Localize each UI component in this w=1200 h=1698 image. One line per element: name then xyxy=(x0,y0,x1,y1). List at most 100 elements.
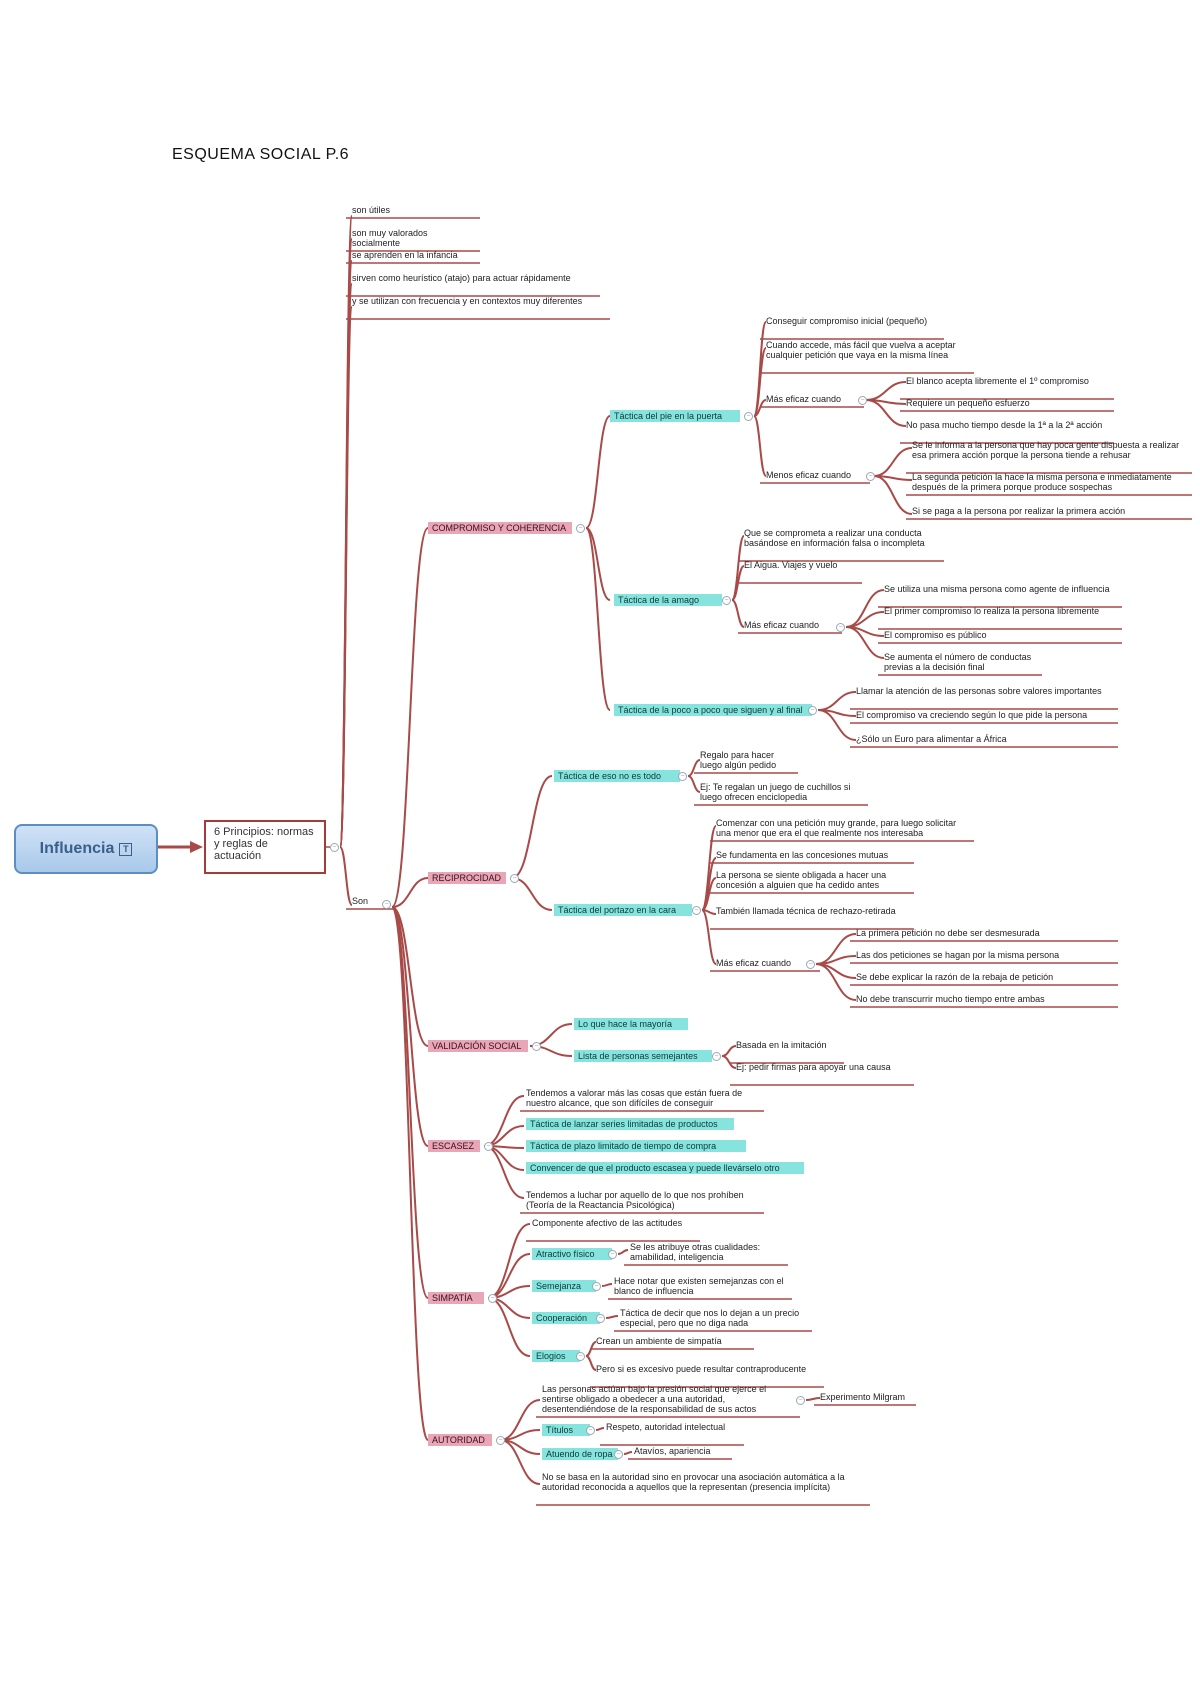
escasez-item-1[interactable]: Táctica de lanzar series limitadas de pr… xyxy=(526,1118,734,1130)
amago-mas-item-2[interactable]: El compromiso es público xyxy=(884,630,987,640)
collapse-toggle-icon[interactable]: − xyxy=(796,1396,805,1405)
escasez-item-4[interactable]: Tendemos a luchar por aquello de lo que … xyxy=(526,1190,744,1210)
simpatia-semejanza-desc[interactable]: Hace notar que existen semejanzas con el… xyxy=(614,1276,784,1296)
collapse-toggle-icon[interactable]: − xyxy=(576,524,585,533)
pie-menos-item-1[interactable]: La segunda petición la hace la misma per… xyxy=(912,472,1172,492)
tactic-amago[interactable]: Táctica de la amago xyxy=(614,594,722,606)
pie-menos-item-0[interactable]: Se le informa a la persona que hay poca … xyxy=(912,440,1180,460)
portazo-item-2[interactable]: La persona se siente obligada a hacer un… xyxy=(716,870,887,890)
autoridad-atuendo-desc[interactable]: Atavíos, apariencia xyxy=(634,1446,711,1456)
validacion-sub-1[interactable]: Ej: pedir firmas para apoyar una causa xyxy=(736,1062,891,1072)
pie-mas-eficaz[interactable]: Más eficaz cuando xyxy=(766,394,842,404)
collapse-toggle-icon[interactable]: − xyxy=(576,1352,585,1361)
escasez-item-0[interactable]: Tendemos a valorar más las cosas que est… xyxy=(526,1088,743,1108)
eso-item-1[interactable]: Ej: Te regalan un juego de cuchillos si … xyxy=(700,782,851,802)
collapse-toggle-icon[interactable]: − xyxy=(692,906,701,915)
norm-item-2[interactable]: se aprenden en la infancia xyxy=(352,250,458,260)
tactic-portazo[interactable]: Táctica del portazo en la cara xyxy=(554,904,692,916)
poco-item-0[interactable]: Llamar la atención de las personas sobre… xyxy=(856,686,1102,696)
tactic-pie-en-la-puerta[interactable]: Táctica del pie en la puerta xyxy=(610,410,740,422)
category-reciprocidad[interactable]: RECIPROCIDAD xyxy=(428,872,506,884)
autoridad-titulos-desc[interactable]: Respeto, autoridad intelectual xyxy=(606,1422,726,1432)
portazo-item-3[interactable]: También llamada técnica de rechazo-retir… xyxy=(716,906,896,916)
amago-mas-item-1[interactable]: El primer compromiso lo realiza la perso… xyxy=(884,606,1100,616)
amago-b[interactable]: El Aigua. Viajes y vuelo xyxy=(744,560,838,570)
collapse-toggle-icon[interactable]: − xyxy=(858,396,867,405)
escasez-item-2[interactable]: Táctica de plazo limitado de tiempo de c… xyxy=(526,1140,746,1152)
simpatia-atractivo-desc[interactable]: Se les atribuye otras cualidades: amabil… xyxy=(630,1242,761,1262)
pie-mas-item-2[interactable]: No pasa mucho tiempo desde la 1ª a la 2ª… xyxy=(906,420,1103,430)
amago-mas-item-0[interactable]: Se utiliza una misma persona como agente… xyxy=(884,584,1110,594)
category-validacion[interactable]: VALIDACIÓN SOCIAL xyxy=(428,1040,528,1052)
simpatia-cooperacion[interactable]: Cooperación xyxy=(532,1312,600,1324)
portazo-mas-item-1[interactable]: Las dos peticiones se hagan por la misma… xyxy=(856,950,1060,960)
collapse-toggle-icon[interactable]: − xyxy=(586,1426,595,1435)
poco-item-2[interactable]: ¿Sólo un Euro para alimentar a África xyxy=(856,734,1007,744)
simpatia-elogios-0[interactable]: Crean un ambiente de simpatía xyxy=(596,1336,722,1346)
collapse-toggle-icon[interactable]: − xyxy=(596,1314,605,1323)
collapse-toggle-icon[interactable]: − xyxy=(806,960,815,969)
portazo-item-1[interactable]: Se fundamenta en las concesiones mutuas xyxy=(716,850,889,860)
collapse-toggle-icon[interactable]: − xyxy=(510,874,519,883)
principles-topic[interactable]: 6 Principios: normas y reglas de actuaci… xyxy=(204,820,326,874)
tactic-eso-no-es-todo[interactable]: Táctica de eso no es todo xyxy=(554,770,680,782)
amago-mas-eficaz[interactable]: Más eficaz cuando xyxy=(744,620,820,630)
portazo-mas-item-0[interactable]: La primera petición no debe ser desmesur… xyxy=(856,928,1040,938)
amago-a[interactable]: Que se comprometa a realizar una conduct… xyxy=(744,528,925,548)
collapse-toggle-icon[interactable]: − xyxy=(614,1450,623,1459)
escasez-item-3[interactable]: Convencer de que el producto escasea y p… xyxy=(526,1162,804,1174)
note-icon[interactable]: T xyxy=(119,842,133,856)
amago-mas-item-3[interactable]: Se aumenta el número de conductas previa… xyxy=(884,652,1032,672)
simpatia-elogios[interactable]: Elogios xyxy=(532,1350,580,1362)
collapse-toggle-icon[interactable]: − xyxy=(382,900,391,909)
norm-item-3[interactable]: sirven como heurístico (atajo) para actu… xyxy=(352,273,571,283)
portazo-item-0[interactable]: Comenzar con una petición muy grande, pa… xyxy=(716,818,957,838)
collapse-toggle-icon[interactable]: − xyxy=(836,623,845,632)
autoridad-milgram[interactable]: Experimento Milgram xyxy=(820,1392,906,1402)
collapse-toggle-icon[interactable]: − xyxy=(722,596,731,605)
collapse-toggle-icon[interactable]: − xyxy=(712,1052,721,1061)
category-autoridad[interactable]: AUTORIDAD xyxy=(428,1434,492,1446)
portazo-mas-item-3[interactable]: No debe transcurrir mucho tiempo entre a… xyxy=(856,994,1045,1004)
autoridad-atuendo[interactable]: Atuendo de ropa xyxy=(542,1448,618,1460)
collapse-toggle-icon[interactable]: − xyxy=(744,412,753,421)
norm-item-0[interactable]: son útiles xyxy=(352,205,391,215)
simpatia-top[interactable]: Componente afectivo de las actitudes xyxy=(532,1218,683,1228)
collapse-toggle-icon[interactable]: − xyxy=(330,843,339,852)
autoridad-bottom[interactable]: No se basa en la autoridad sino en provo… xyxy=(542,1472,845,1492)
norm-item-1[interactable]: son muy valorados socialmente xyxy=(352,228,428,248)
collapse-toggle-icon[interactable]: − xyxy=(608,1250,617,1259)
category-escasez[interactable]: ESCASEZ xyxy=(428,1140,480,1152)
pie-a[interactable]: Conseguir compromiso inicial (pequeño) xyxy=(766,316,928,326)
collapse-toggle-icon[interactable]: − xyxy=(866,472,875,481)
category-simpatia[interactable]: SIMPATÍA xyxy=(428,1292,484,1304)
category-compromiso[interactable]: COMPROMISO Y COHERENCIA xyxy=(428,522,572,534)
poco-item-1[interactable]: El compromiso va creciendo según lo que … xyxy=(856,710,1088,720)
son-label[interactable]: Son xyxy=(352,896,369,906)
tactic-poco-a-poco[interactable]: Táctica de la poco a poco que siguen y a… xyxy=(614,704,812,716)
norm-item-4[interactable]: y se utilizan con frecuencia y en contex… xyxy=(352,296,583,306)
collapse-toggle-icon[interactable]: − xyxy=(532,1042,541,1051)
eso-item-0[interactable]: Regalo para hacer luego algún pedido xyxy=(700,750,777,770)
simpatia-cooperacion-desc[interactable]: Táctica de decir que nos lo dejan a un p… xyxy=(620,1308,800,1328)
simpatia-atractivo[interactable]: Atractivo físico xyxy=(532,1248,612,1260)
validacion-sub-0[interactable]: Basada en la imitación xyxy=(736,1040,827,1050)
collapse-toggle-icon[interactable]: − xyxy=(484,1142,493,1151)
autoridad-top[interactable]: Las personas actúan bajo la presión soci… xyxy=(542,1384,767,1414)
portazo-mas-item-2[interactable]: Se debe explicar la razón de la rebaja d… xyxy=(856,972,1054,982)
pie-menos-item-2[interactable]: Si se paga a la persona por realizar la … xyxy=(912,506,1126,516)
pie-b[interactable]: Cuando accede, más fácil que vuelva a ac… xyxy=(766,340,956,360)
simpatia-elogios-1[interactable]: Pero si es excesivo puede resultar contr… xyxy=(596,1364,807,1374)
validacion-item-1[interactable]: Lista de personas semejantes xyxy=(574,1050,712,1062)
pie-mas-item-1[interactable]: Requiere un pequeño esfuerzo xyxy=(906,398,1030,408)
collapse-toggle-icon[interactable]: − xyxy=(808,706,817,715)
simpatia-semejanza[interactable]: Semejanza xyxy=(532,1280,596,1292)
root-topic[interactable]: Influencia T xyxy=(14,824,158,874)
portazo-mas-eficaz[interactable]: Más eficaz cuando xyxy=(716,958,792,968)
collapse-toggle-icon[interactable]: − xyxy=(496,1436,505,1445)
collapse-toggle-icon[interactable]: − xyxy=(592,1282,601,1291)
pie-menos-eficaz[interactable]: Menos eficaz cuando xyxy=(766,470,852,480)
collapse-toggle-icon[interactable]: − xyxy=(488,1294,497,1303)
validacion-item-0[interactable]: Lo que hace la mayoría xyxy=(574,1018,688,1030)
autoridad-titulos[interactable]: Títulos xyxy=(542,1424,590,1436)
